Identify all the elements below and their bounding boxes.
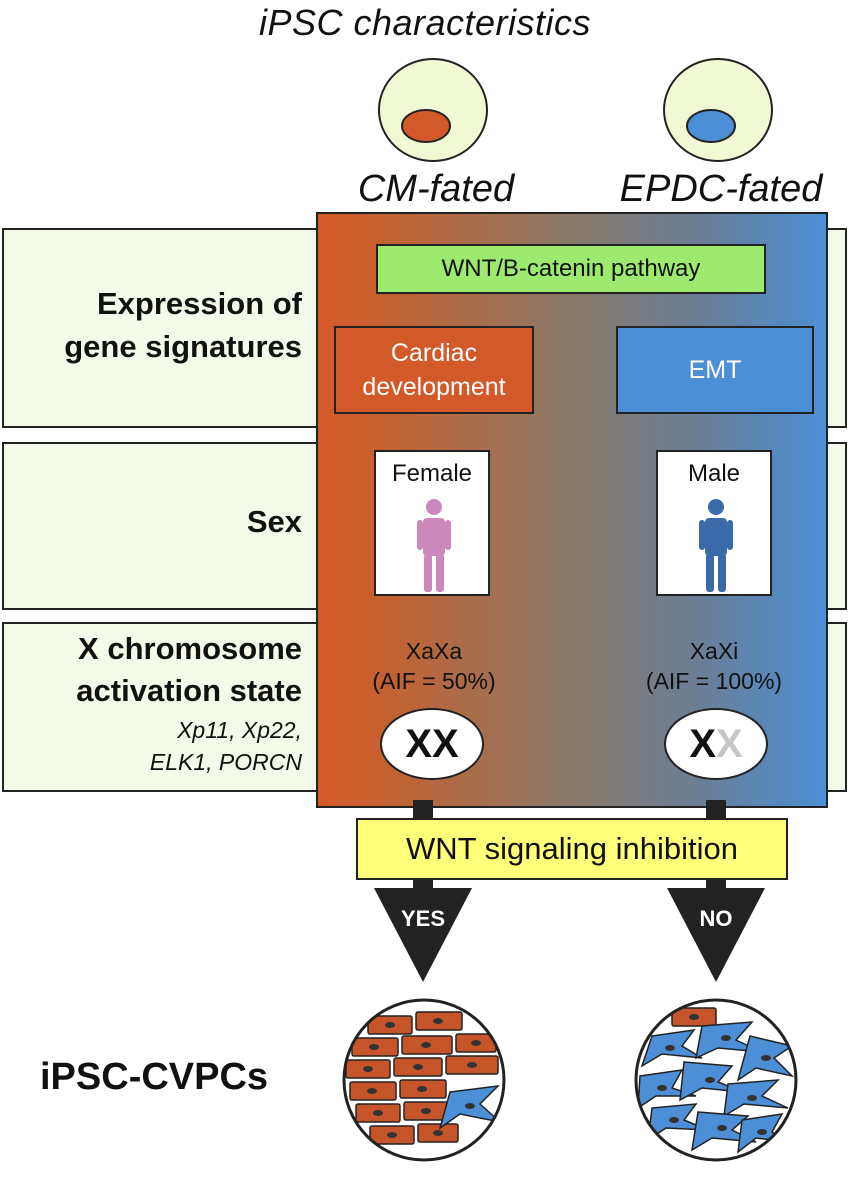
male-label: Male	[687, 460, 741, 487]
right-x-state: XaXi (AIF = 100%)	[645, 638, 783, 694]
expression-row-label: Expression of gene signatures	[64, 286, 302, 364]
cardiomyocyte-culture-icon	[342, 998, 506, 1162]
epdc-fated-label: EPDC-fated	[619, 168, 823, 210]
male-person-icon	[699, 499, 733, 592]
female-person-icon	[417, 499, 451, 592]
xstate-row-label: X chromosome activation state	[76, 631, 302, 708]
xx-chromosome-oval: XX	[380, 708, 484, 780]
yes-arrow-label: YES	[400, 906, 446, 931]
left-x-state: XaXa (AIF = 50%)	[372, 638, 496, 694]
cm-cell-icon	[378, 58, 488, 162]
male-card: Male	[656, 450, 772, 596]
diagram-title: iPSC characteristics	[258, 2, 592, 43]
outcome-label: iPSC-CVPCs	[40, 1056, 269, 1098]
epdc-culture-icon	[634, 998, 798, 1162]
female-label: Female	[391, 460, 473, 487]
cell-illustrations	[378, 58, 773, 162]
female-card: Female	[374, 450, 490, 596]
cm-fated-label: CM-fated	[357, 168, 515, 210]
epdc-cell-icon	[663, 58, 773, 162]
xi-chromosome-oval: XX	[664, 708, 768, 780]
wnt-signaling-inhibition-box: WNT signaling inhibition	[356, 818, 788, 880]
xstate-gene-list: Xp11, Xp22, ELK1, PORCN	[149, 717, 302, 775]
wnt-catenin-pathway-box: WNT/B-catenin pathway	[376, 244, 766, 294]
no-arrow-label: NO	[699, 906, 733, 931]
sex-row-label: Sex	[246, 504, 302, 539]
emt-box: EMT	[616, 326, 814, 414]
